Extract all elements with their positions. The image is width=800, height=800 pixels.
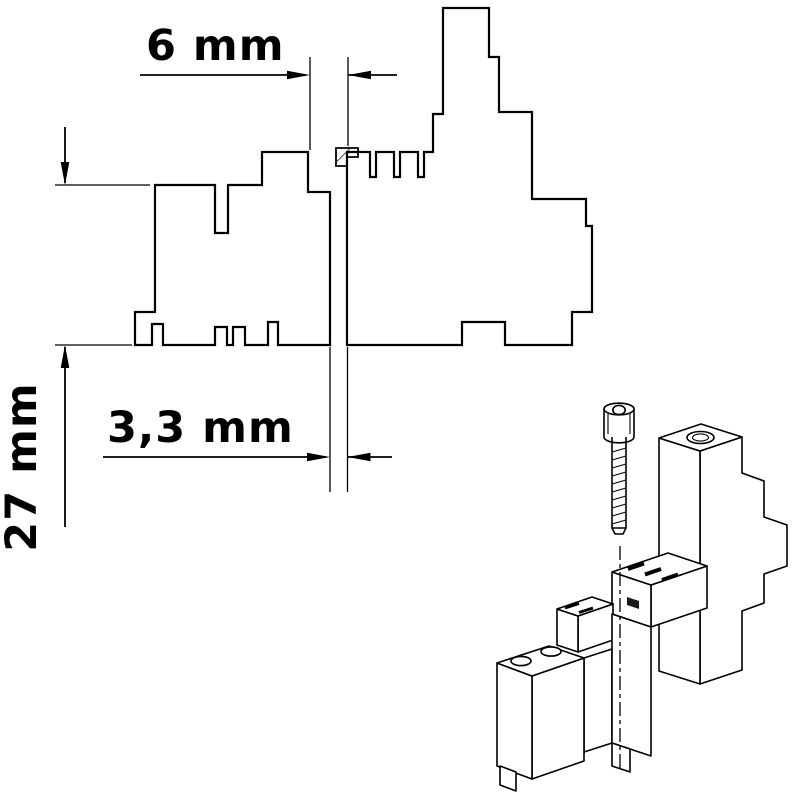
arrowhead-down bbox=[60, 162, 70, 185]
connector-front-hole bbox=[627, 597, 639, 609]
dimension-height: 27 mm bbox=[0, 127, 150, 552]
tower-right-face bbox=[699, 436, 788, 685]
section-hook-tab bbox=[335, 147, 359, 167]
column-foot-cut bbox=[611, 742, 631, 773]
arrowhead-right bbox=[287, 70, 310, 80]
terminal-slot bbox=[578, 606, 594, 614]
body-front-face bbox=[583, 648, 613, 753]
dimension-screw-hole: 3,3 mm bbox=[103, 347, 392, 492]
left-block-hole-icon bbox=[540, 646, 562, 657]
isometric-view bbox=[496, 402, 788, 792]
connector-slot bbox=[644, 567, 662, 577]
dimension-label-screw-hole: 3,3 mm bbox=[107, 403, 294, 453]
arrowhead-up bbox=[60, 345, 70, 368]
dimension-slot-width: 6 mm bbox=[140, 21, 397, 150]
cross-section-view bbox=[133, 6, 594, 347]
dimension-label-height: 27 mm bbox=[0, 382, 47, 551]
left-block-right-face bbox=[531, 657, 585, 780]
screw-tip bbox=[611, 527, 627, 535]
screw-socket-icon bbox=[611, 404, 626, 416]
screw-boss-cut-face bbox=[611, 613, 652, 757]
mounting-screw bbox=[603, 402, 635, 535]
connector-slot bbox=[661, 572, 679, 582]
arrowhead-left bbox=[347, 452, 371, 462]
left-block-top-face bbox=[496, 645, 585, 677]
arrowhead-right bbox=[307, 452, 330, 462]
left-foot-tab-cut bbox=[499, 765, 517, 792]
terminal-top-face bbox=[556, 596, 614, 617]
left-block-front-cut-face bbox=[496, 662, 533, 780]
dimension-label-slot-width: 6 mm bbox=[146, 21, 285, 71]
terminal-slot bbox=[564, 602, 580, 610]
connector-slot bbox=[627, 561, 645, 571]
tower-hole-icon bbox=[686, 430, 715, 445]
arrowhead-left bbox=[348, 70, 371, 80]
section-left-body bbox=[133, 150, 332, 347]
screw-threads bbox=[611, 447, 627, 525]
left-block-hole-icon bbox=[510, 655, 532, 667]
tower-hole-inner bbox=[691, 433, 710, 442]
section-right-body bbox=[345, 6, 594, 347]
